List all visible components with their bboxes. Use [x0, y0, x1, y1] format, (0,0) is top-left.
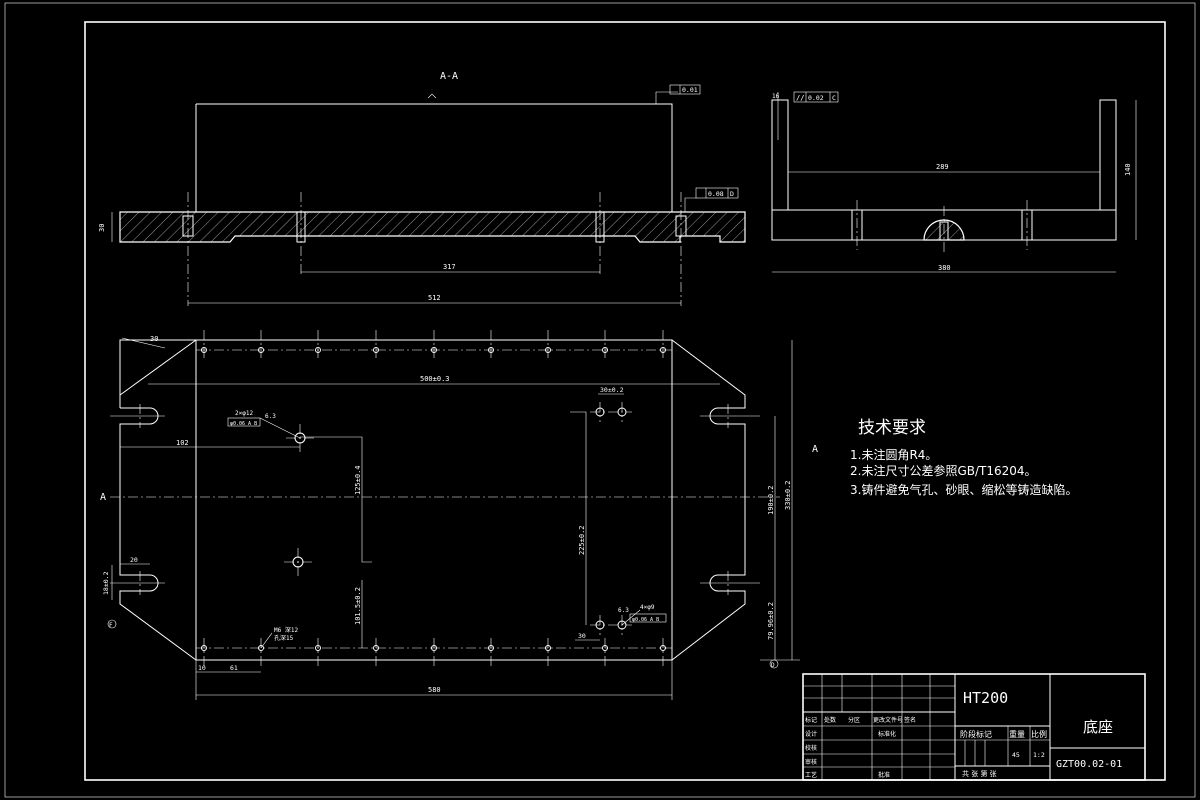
- svg-text:190±0.2: 190±0.2: [767, 485, 775, 515]
- svg-text:设计: 设计: [805, 730, 817, 738]
- section-mark-left: A: [100, 492, 106, 503]
- plan-view: A A 500±0.3 30 102 30±0.2 125±0.4 225±0.…: [100, 330, 818, 700]
- svg-text:工艺: 工艺: [805, 771, 817, 779]
- title-block: HT200 底座 GZT00.02-01 标记 处数 分区 更改文件号 签名 设…: [802, 673, 1146, 781]
- svg-text:D: D: [771, 662, 775, 669]
- svg-text:阶段标记: 阶段标记: [960, 729, 992, 739]
- svg-text:16: 16: [772, 93, 780, 100]
- svg-text:标记: 标记: [805, 716, 817, 724]
- svg-text:125±0.4: 125±0.4: [354, 465, 362, 495]
- section-mark-right: A: [812, 444, 818, 455]
- inner-border: [84, 21, 1166, 781]
- svg-text:61: 61: [230, 664, 238, 672]
- svg-text:校核: 校核: [805, 744, 817, 752]
- svg-text:79.96±0.2: 79.96±0.2: [767, 602, 775, 640]
- svg-text:更改文件号: 更改文件号: [873, 716, 903, 724]
- part-name: 底座: [1083, 718, 1113, 736]
- svg-text:500±0.3: 500±0.3: [420, 375, 450, 383]
- svg-text:18±0.2: 18±0.2: [102, 571, 110, 595]
- svg-text:225±0.2: 225±0.2: [578, 525, 586, 555]
- side-view: 289 140 380 16 // 0.02 C: [771, 91, 1137, 273]
- section-hatch: [119, 211, 746, 243]
- svg-text:6.3: 6.3: [618, 607, 629, 614]
- svg-text:重量: 重量: [1009, 729, 1025, 739]
- svg-text:标准化: 标准化: [878, 730, 896, 738]
- svg-text:D: D: [730, 190, 734, 198]
- svg-text:分区: 分区: [848, 716, 860, 724]
- svg-text:4×φ9: 4×φ9: [640, 604, 655, 611]
- svg-text:10: 10: [198, 664, 206, 672]
- svg-text:2×φ12: 2×φ12: [235, 410, 253, 417]
- svg-text:580: 580: [428, 686, 441, 694]
- svg-text:380: 380: [938, 264, 951, 272]
- tech-requirements: 技术要求 1.未注圆角R4。 2.未注尺寸公差参照GB/T16204。 3.铸件…: [850, 418, 1077, 497]
- svg-text:处数: 处数: [824, 716, 836, 724]
- tech-title: 技术要求: [858, 418, 926, 438]
- svg-text:签名: 签名: [904, 716, 916, 724]
- svg-text:0.02: 0.02: [808, 94, 824, 102]
- material: HT200: [963, 689, 1008, 707]
- svg-text:330±0.2: 330±0.2: [784, 480, 792, 510]
- svg-text:512: 512: [428, 294, 441, 302]
- svg-text:140: 140: [1124, 163, 1132, 176]
- section-label: A-A: [440, 71, 458, 82]
- svg-text:φ0.06 A B: φ0.06 A B: [230, 421, 257, 427]
- svg-text:20: 20: [130, 556, 138, 564]
- section-view: A-A 30 317 512 0.01 0.08 D: [98, 71, 746, 306]
- svg-text:1:2: 1:2: [1033, 751, 1045, 759]
- tech-item-1: 1.未注圆角R4。: [850, 447, 937, 462]
- svg-text:6.3: 6.3: [265, 413, 276, 420]
- svg-text:孔深15: 孔深15: [274, 634, 294, 642]
- tech-item-3: 3.铸件避免气孔、砂眼、缩松等铸造缺陷。: [850, 482, 1077, 497]
- svg-text:φ0.06 A B: φ0.06 A B: [632, 617, 659, 623]
- svg-text:比例: 比例: [1031, 729, 1047, 739]
- tech-item-2: 2.未注尺寸公差参照GB/T16204。: [850, 463, 1037, 478]
- svg-text:F: F: [109, 622, 113, 629]
- svg-text:M6 深12: M6 深12: [274, 626, 298, 634]
- svg-text:0.01: 0.01: [682, 86, 698, 94]
- svg-text:30: 30: [150, 335, 158, 343]
- svg-text://: //: [796, 94, 804, 102]
- svg-text:101.5±0.2: 101.5±0.2: [354, 587, 362, 625]
- svg-text:批准: 批准: [878, 771, 890, 779]
- svg-text:30: 30: [578, 632, 586, 640]
- svg-text:30: 30: [98, 224, 106, 232]
- svg-text:102: 102: [176, 439, 189, 447]
- svg-text:289: 289: [936, 163, 949, 171]
- outer-border: [4, 2, 1196, 798]
- svg-text:0.08: 0.08: [708, 190, 724, 198]
- svg-text:审核: 审核: [805, 758, 817, 766]
- svg-text:45: 45: [1012, 751, 1020, 759]
- svg-text:317: 317: [443, 263, 456, 271]
- svg-text:共 张 第 张: 共 张 第 张: [962, 769, 997, 778]
- svg-text:30±0.2: 30±0.2: [600, 386, 624, 394]
- svg-text:C: C: [832, 94, 836, 102]
- drawing-number: GZT00.02-01: [1056, 759, 1122, 770]
